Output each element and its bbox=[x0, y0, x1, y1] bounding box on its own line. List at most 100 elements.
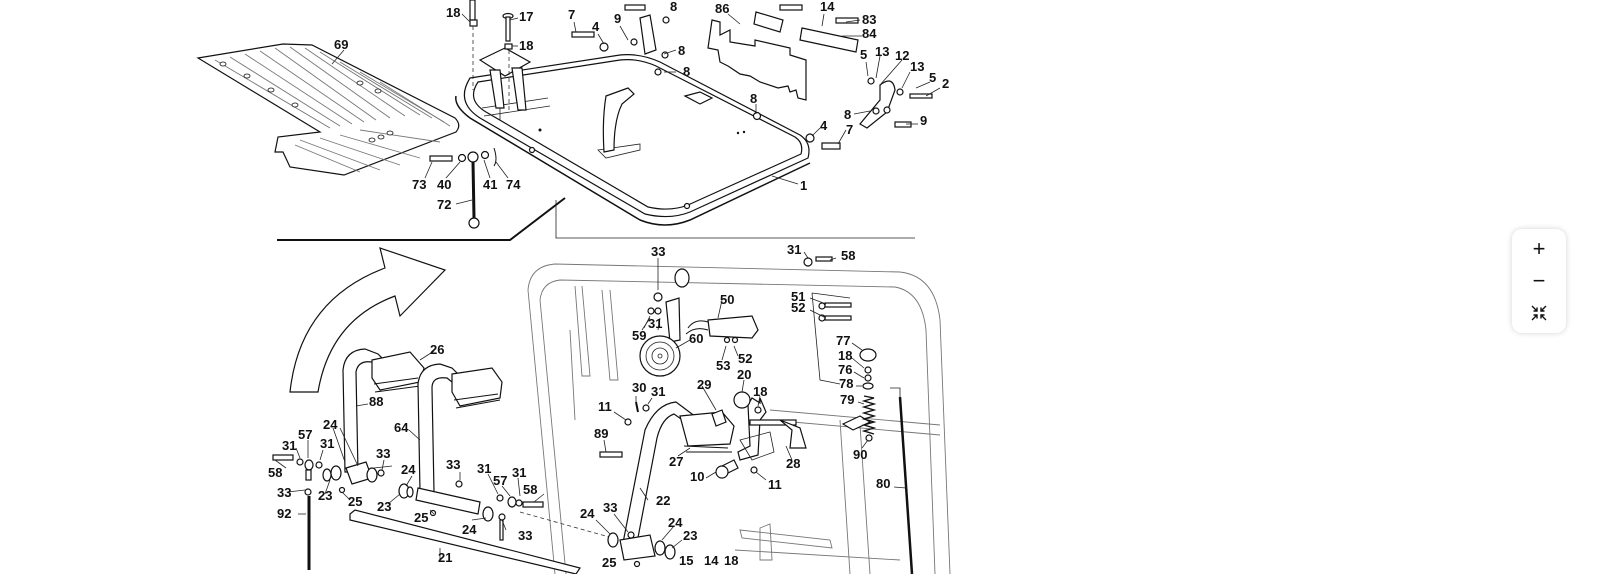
part-label[interactable]: 23 bbox=[318, 488, 332, 503]
footboard-frame-part bbox=[455, 47, 811, 226]
part-label[interactable]: 26 bbox=[430, 342, 444, 357]
zoom-out-button[interactable]: − bbox=[1519, 268, 1559, 294]
part-label[interactable]: 18 bbox=[446, 5, 460, 20]
part-label[interactable]: 86 bbox=[715, 1, 729, 16]
part-label[interactable]: 92 bbox=[277, 506, 291, 521]
part-label[interactable]: 11 bbox=[768, 477, 782, 492]
part-label[interactable]: 52 bbox=[738, 351, 752, 366]
part-label[interactable]: 31 bbox=[787, 242, 801, 257]
part-label[interactable]: 31 bbox=[651, 384, 665, 399]
part-label[interactable]: 14 bbox=[704, 553, 719, 568]
part-label[interactable]: 50 bbox=[720, 292, 734, 307]
part-label[interactable]: 24 bbox=[580, 506, 595, 521]
part-label[interactable]: 8 bbox=[683, 64, 690, 79]
part-label[interactable]: 24 bbox=[668, 515, 683, 530]
part-label[interactable]: 64 bbox=[394, 420, 409, 435]
pedal-assembly-left bbox=[272, 348, 621, 574]
part-label[interactable]: 33 bbox=[651, 244, 665, 259]
part-label[interactable]: 1 bbox=[800, 178, 807, 193]
part-label[interactable]: 5 bbox=[860, 47, 867, 62]
part-label[interactable]: 57 bbox=[298, 427, 312, 442]
part-label[interactable]: 59 bbox=[632, 328, 646, 343]
part-label[interactable]: 8 bbox=[750, 91, 757, 106]
part-label[interactable]: 13 bbox=[910, 59, 924, 74]
part-label[interactable]: 24 bbox=[401, 462, 416, 477]
part-label[interactable]: 73 bbox=[412, 177, 426, 192]
part-label[interactable]: 31 bbox=[477, 461, 491, 476]
part-label[interactable]: 4 bbox=[592, 19, 600, 34]
part-label[interactable]: 33 bbox=[518, 528, 532, 543]
part-label[interactable]: 23 bbox=[377, 499, 391, 514]
part-label[interactable]: 15 bbox=[679, 553, 693, 568]
part-label[interactable]: 33 bbox=[277, 485, 291, 500]
part-label[interactable]: 69 bbox=[334, 37, 348, 52]
part-label[interactable]: 76 bbox=[838, 362, 852, 377]
part-label[interactable]: 29 bbox=[697, 377, 711, 392]
part-label[interactable]: 33 bbox=[376, 446, 390, 461]
part-label[interactable]: 88 bbox=[369, 394, 383, 409]
part-label[interactable]: 14 bbox=[820, 0, 835, 14]
part-label[interactable]: 8 bbox=[678, 43, 685, 58]
part-label[interactable]: 33 bbox=[446, 457, 460, 472]
part-label[interactable]: 7 bbox=[568, 7, 575, 22]
part-label[interactable]: 51 bbox=[791, 289, 805, 304]
part-label[interactable]: 31 bbox=[282, 438, 296, 453]
part-label[interactable]: 41 bbox=[483, 177, 497, 192]
part-label[interactable]: 31 bbox=[320, 436, 334, 451]
part-label[interactable]: 18 bbox=[838, 348, 852, 363]
part-label[interactable]: 83 bbox=[862, 12, 876, 27]
reset-zoom-button[interactable] bbox=[1519, 300, 1559, 326]
part-label[interactable]: 74 bbox=[506, 177, 521, 192]
part-label[interactable]: 58 bbox=[841, 248, 855, 263]
part-label[interactable]: 18 bbox=[724, 553, 738, 568]
part-label[interactable]: 5 bbox=[929, 70, 936, 85]
part-label[interactable]: 8 bbox=[670, 0, 677, 14]
part-label[interactable]: 10 bbox=[690, 469, 704, 484]
part-label[interactable]: 58 bbox=[268, 465, 282, 480]
part-label[interactable]: 20 bbox=[737, 367, 751, 382]
part-label[interactable]: 25 bbox=[602, 555, 616, 570]
part-label[interactable]: 27 bbox=[669, 454, 683, 469]
part-label[interactable]: 90 bbox=[853, 447, 867, 462]
part-label[interactable]: 25 bbox=[348, 494, 362, 509]
part-label[interactable]: 17 bbox=[519, 9, 533, 24]
part-label[interactable]: 33 bbox=[603, 500, 617, 515]
part-label[interactable]: 2 bbox=[942, 76, 949, 91]
part-label[interactable]: 9 bbox=[614, 11, 621, 26]
part-label[interactable]: 58 bbox=[523, 482, 537, 497]
part-label[interactable]: 77 bbox=[836, 333, 850, 348]
part-label[interactable]: 78 bbox=[839, 376, 853, 391]
part-label[interactable]: 21 bbox=[438, 550, 452, 565]
part-label[interactable]: 60 bbox=[689, 331, 703, 346]
part-label[interactable]: 18 bbox=[753, 384, 767, 399]
part-label[interactable]: 53 bbox=[716, 358, 730, 373]
part-label[interactable]: 57 bbox=[493, 473, 507, 488]
part-label[interactable]: 72 bbox=[437, 197, 451, 212]
part-label[interactable]: 7 bbox=[846, 122, 853, 137]
part-label[interactable]: 24 bbox=[462, 522, 477, 537]
part-label[interactable]: 40 bbox=[437, 177, 451, 192]
part-label[interactable]: 28 bbox=[786, 456, 800, 471]
part-labels: 69 18 17 18 73 40 41 74 72 7 4 9 8 8 8 1… bbox=[268, 0, 949, 570]
part-label[interactable]: 12 bbox=[895, 48, 909, 63]
part-label[interactable]: 31 bbox=[648, 316, 662, 331]
part-label[interactable]: 4 bbox=[820, 118, 828, 133]
part-label[interactable]: 30 bbox=[632, 380, 646, 395]
part-label[interactable]: 89 bbox=[594, 426, 608, 441]
part-label[interactable]: 13 bbox=[875, 44, 889, 59]
part-label[interactable]: 22 bbox=[656, 493, 670, 508]
part-label[interactable]: 52 bbox=[791, 300, 805, 315]
part-label[interactable]: 9 bbox=[920, 113, 927, 128]
part-label[interactable]: 18 bbox=[519, 38, 533, 53]
part-label[interactable]: 25 bbox=[414, 510, 428, 525]
zoom-in-button[interactable]: + bbox=[1519, 236, 1559, 262]
part-label[interactable]: 80 bbox=[876, 476, 890, 491]
part-label[interactable]: 79 bbox=[840, 392, 854, 407]
part-label[interactable]: 31 bbox=[512, 465, 526, 480]
part-label[interactable]: 24 bbox=[323, 417, 338, 432]
part-label[interactable]: 23 bbox=[683, 528, 697, 543]
part-label[interactable]: 11 bbox=[598, 399, 612, 414]
part-label[interactable]: 8 bbox=[844, 107, 851, 122]
part-label[interactable]: 84 bbox=[862, 26, 877, 41]
